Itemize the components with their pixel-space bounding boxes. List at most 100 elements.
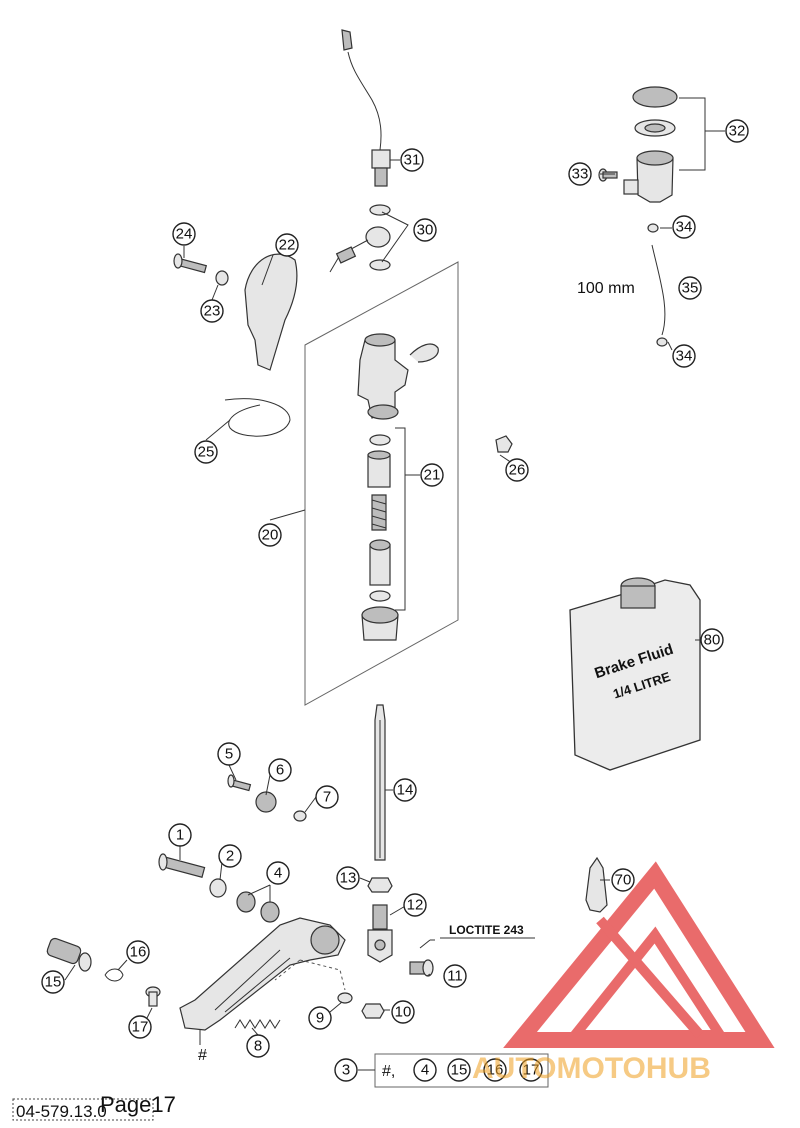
master-cylinder-group-box	[304, 261, 459, 706]
callout-32: 32	[725, 119, 749, 143]
svg-text:80: 80	[704, 632, 721, 649]
push-rod	[374, 704, 386, 861]
svg-text:12: 12	[407, 897, 424, 914]
svg-text:4: 4	[274, 865, 282, 882]
nut-10	[361, 1003, 385, 1019]
svg-text:2: 2	[226, 848, 234, 865]
callout-6: 6	[268, 758, 292, 782]
svg-text:9: 9	[316, 1010, 324, 1027]
svg-text:70: 70	[615, 872, 632, 889]
washer-lower	[369, 259, 391, 271]
svg-text:35: 35	[682, 280, 699, 297]
kit-callout-17: 17	[519, 1058, 543, 1082]
washer-upper	[369, 204, 391, 216]
banjo-fitting	[329, 226, 391, 273]
brake-fluid-bottle	[569, 577, 701, 771]
pivot-pin-15	[46, 937, 92, 972]
kit-callout-15: 15	[447, 1058, 471, 1082]
hose-length-label: 100 mm	[577, 280, 635, 297]
svg-text:AUTOMOTOHUB: AUTOMOTOHUB	[472, 1052, 711, 1085]
svg-text:22: 22	[279, 237, 296, 254]
svg-text:24: 24	[176, 226, 193, 243]
callout-13: 13	[336, 866, 360, 890]
svg-text:4: 4	[421, 1062, 429, 1079]
nut-26	[495, 435, 513, 453]
callout-70: 70	[611, 868, 635, 892]
kit-hash: #,	[382, 1063, 395, 1080]
pedal-bolt	[158, 853, 206, 878]
callout-26: 26	[505, 458, 529, 482]
screw-5	[227, 774, 252, 792]
cable-tie	[224, 398, 291, 437]
kit-callout-4: 4	[413, 1058, 437, 1082]
svg-text:30: 30	[417, 222, 434, 239]
guard-22	[244, 253, 298, 371]
callout-12: 12	[403, 893, 427, 917]
svg-text:14: 14	[397, 782, 414, 799]
page-label: Page17	[100, 1092, 176, 1117]
svg-text:10: 10	[395, 1004, 412, 1021]
callout-16: 16	[126, 940, 150, 964]
svg-text:3: 3	[342, 1062, 350, 1079]
callout-1: 1	[168, 823, 192, 847]
pin-17	[145, 986, 161, 1007]
callout-4: 4	[266, 861, 290, 885]
svg-text:6: 6	[276, 762, 284, 779]
washer-2	[209, 878, 227, 898]
callout-80: 80	[700, 628, 724, 652]
svg-text:16: 16	[487, 1062, 504, 1079]
svg-text:11: 11	[447, 968, 463, 985]
return-spring	[234, 1019, 281, 1029]
brake-light-switch	[341, 29, 391, 187]
bolt-11	[409, 959, 434, 977]
callout-22: 22	[275, 233, 299, 257]
callout-7: 7	[315, 785, 339, 809]
callout-34-upper: 34	[672, 215, 696, 239]
svg-text:17: 17	[132, 1019, 149, 1036]
clip-34-upper	[647, 223, 659, 233]
screw-33	[598, 168, 618, 182]
callout-15: 15	[41, 970, 65, 994]
svg-text:15: 15	[451, 1062, 468, 1079]
callout-31: 31	[400, 148, 424, 172]
svg-text:34: 34	[676, 219, 693, 236]
bushing-4a	[236, 891, 256, 913]
automotohub-logo-watermark	[503, 861, 775, 1048]
master-cylinder-body	[357, 333, 439, 420]
loctite-bottle	[585, 856, 608, 913]
fluid-reservoir	[623, 86, 678, 203]
clevis	[367, 904, 393, 963]
kit-bracket	[374, 1053, 549, 1088]
svg-text:25: 25	[198, 444, 215, 461]
nut-13	[367, 877, 393, 893]
callout-9: 9	[308, 1006, 332, 1030]
clip-34-lower	[656, 337, 668, 347]
svg-text:8: 8	[254, 1038, 262, 1055]
bushing-4b	[260, 901, 280, 923]
drawing-number-box	[12, 1098, 154, 1121]
loctite-label: LOCTITE 243	[449, 923, 524, 937]
callout-17: 17	[128, 1015, 152, 1039]
svg-text:21: 21	[424, 467, 441, 484]
callout-2: 2	[218, 844, 242, 868]
callout-21: 21	[420, 463, 444, 487]
svg-text:7: 7	[323, 789, 331, 806]
callout-33: 33	[568, 162, 592, 186]
hash-mark: #	[198, 1047, 207, 1064]
brake-pedal	[179, 917, 346, 1031]
svg-text:33: 33	[572, 166, 589, 183]
piston-kit	[361, 434, 399, 641]
screw-24	[173, 253, 208, 274]
callout-14: 14	[393, 778, 417, 802]
callout-23: 23	[200, 299, 224, 323]
svg-text:20: 20	[262, 527, 279, 544]
callout-8: 8	[246, 1034, 270, 1058]
callout-25: 25	[194, 440, 218, 464]
svg-text:34: 34	[676, 348, 693, 365]
reservoir-hose	[651, 244, 666, 336]
nut-23	[215, 270, 229, 286]
svg-text:15: 15	[45, 974, 62, 991]
svg-text:26: 26	[509, 462, 526, 479]
